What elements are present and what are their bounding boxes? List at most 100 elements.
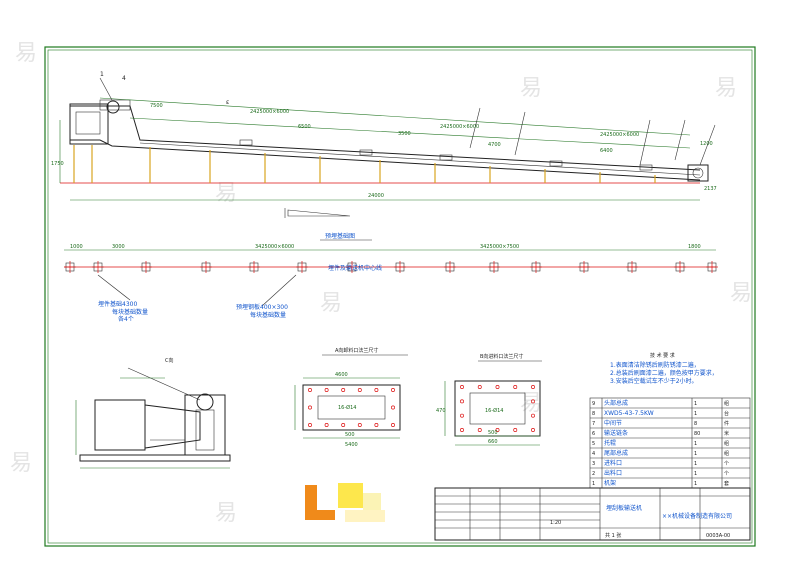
technical-requirements: 技 术 要 求 1.表面清洁除锈后刷防锈漆二遍， 2.总装后刷面漆二遍，颜色按甲… [610,352,718,385]
parts-cell: 7 [592,421,595,427]
dim-top-6: 4700 [488,142,501,148]
bolt-hole [357,423,362,427]
layout-dim-5: 1800 [688,244,701,250]
parts-cell: 机架 [604,479,616,487]
tail-sprocket-icon [692,167,704,179]
parts-cell: 尾部总成 [604,449,628,457]
bolt-hole [357,388,362,392]
parts-cell: 1 [694,411,697,417]
bolt-hole [495,428,500,432]
bolt-hole [308,405,312,410]
dim-top-4: 3500 [398,131,411,137]
foundation-pad [346,261,358,273]
parts-cell: 输送链条 [604,429,628,437]
bolt-hole [324,423,329,427]
logo-blocks [305,483,385,522]
view-b-holes: 16-Ø14 [485,407,503,414]
parts-cell: 个 [724,471,729,477]
parts-cell: 进料口 [604,459,622,467]
company-name: ××机械设备制造有限公司 [662,512,732,520]
c-view-frame [94,399,146,451]
outlet-flange-inner [317,395,386,420]
view-a-holes: 16-Ø14 [338,404,356,411]
parts-cell: 组 [724,400,729,407]
drawing-border [44,46,756,547]
bolt-hole [391,423,395,427]
drawing-inner-border [47,49,753,544]
svg-text:易: 易 [520,76,542,101]
view-b: B向进料口法兰尺寸 500 660 470 16-Ø14 [436,353,542,446]
view-a-dim-3: 5400 [345,442,358,448]
foundation-layout: 1000 3000 3425000×6000 3425000×7500 1800… [64,244,718,323]
parts-cell: 组 [724,450,729,457]
view-c-title: C向 [165,357,174,364]
view-a-title: A向卸料口法兰尺寸 [335,347,378,354]
bolt-hole [531,385,535,389]
parts-cell: 中间节 [604,419,622,427]
foundation-pad [674,261,686,273]
parts-cell: 米 [724,430,729,437]
bolt-hole [374,388,379,392]
note-1c: 各4个 [118,315,134,323]
parts-cell: 9 [592,401,595,407]
callout-4: 4 [122,75,126,82]
parts-cell: 5 [592,441,595,447]
drive-motor-icon [106,100,120,114]
note-1b: 每块基础数量 [112,308,148,316]
bolt-hole [374,423,379,427]
bolt-hole [308,423,312,427]
base-frame [79,454,231,462]
bolt-hole [460,399,464,404]
parts-cell: 头部总成 [604,399,628,407]
bolt-hole [460,413,464,418]
tech-line-1: 1.表面清洁除锈后刷防锈漆二遍， [610,361,700,369]
svg-text:易: 易 [10,451,32,476]
layout-dim-4: 3425000×7500 [480,244,519,250]
tail-section [687,164,709,182]
dim-top-5: 2425000×6000 [440,124,479,130]
inlet-3 [439,154,453,161]
view-b-dim-1: 500 [488,430,498,436]
view-b-title: B向进料口法兰尺寸 [480,353,523,360]
support-legs [73,145,656,183]
main-elevation-view: 1 4 ε 7500 2425000×6000 6500 3500 242500… [51,71,717,201]
bolt-hole [391,388,395,392]
dim-top-3: 6500 [298,124,311,130]
angle-label: ε [226,99,229,106]
dim-head-height: 1750 [51,161,64,167]
motor-icon [196,393,214,411]
parts-cell: 80 [694,431,700,437]
foundation-pad [92,261,104,273]
parts-cell: 8 [592,411,595,417]
drawing-number: 0003A-00 [706,533,730,539]
bolt-hole [460,385,464,389]
view-a-dim-2: 500 [345,432,355,438]
scale: 1:20 [550,520,561,526]
note-2b: 每块基础数量 [250,311,286,319]
parts-cell: 1 [694,471,697,477]
parts-cell: 托辊 [604,439,616,447]
view-a-dim-1: 4600 [335,372,348,378]
foundation-pads [64,261,718,273]
watermark-layer: 易 易 易 易 易 易 易 易 易 [10,41,752,526]
note-1: 埋件基础4300 [98,300,137,308]
dim-top-2: 2425000×6000 [250,109,289,115]
bolt-hole [477,385,482,389]
casing-bottom [70,139,701,181]
bolt-hole [513,428,518,432]
foundation-pad [488,261,500,273]
foundation-pad [248,261,260,273]
tech-line-3: 3.安装后空载试车不少于2小时。 [610,377,698,385]
foundation-pad [444,261,456,273]
foundation-pad [706,261,718,273]
bolt-hole [460,428,464,432]
bolt-hole [531,413,535,418]
centerline-label: 埋件及输送机中心线 [328,264,382,272]
dim-tail: 2137 [704,186,717,192]
bolt-hole [531,399,535,404]
